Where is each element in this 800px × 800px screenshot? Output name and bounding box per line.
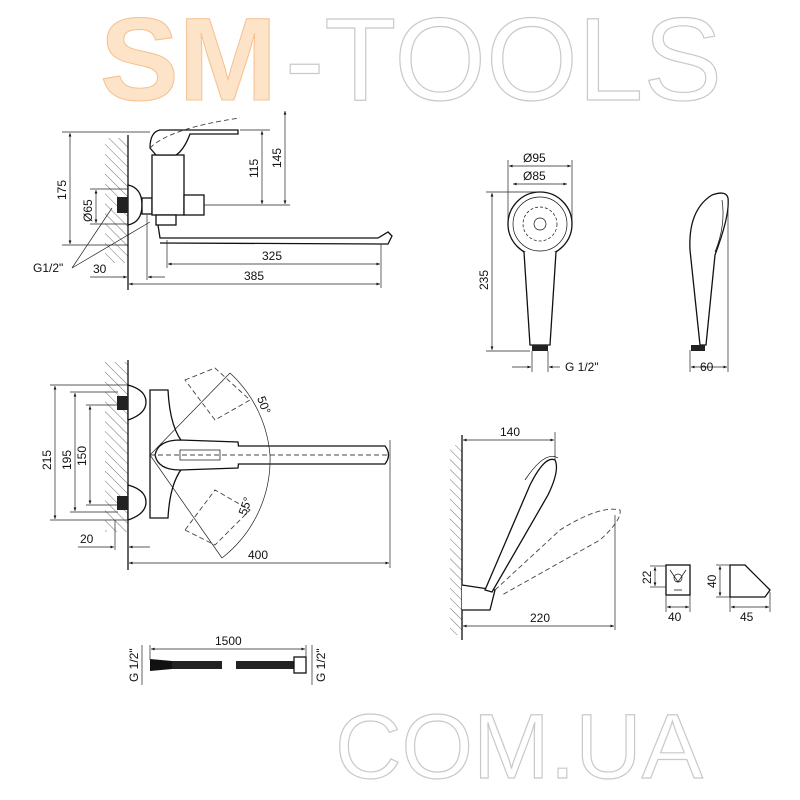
dim-145: 145 bbox=[270, 148, 284, 168]
thread-left: G 1/2" bbox=[127, 648, 141, 682]
watermark-tools: -TOOLS bbox=[285, 0, 722, 126]
dim-385: 385 bbox=[244, 269, 264, 283]
wall-flange bbox=[127, 184, 143, 226]
thread-label: G 1/2" bbox=[565, 360, 599, 374]
watermark-domain: COM.UA bbox=[335, 696, 704, 798]
dim-195: 195 bbox=[60, 450, 74, 470]
shower-holder-view: 140 220 bbox=[450, 425, 621, 640]
watermark: SM -TOOLS COM.UA bbox=[100, 0, 723, 799]
dim-95: Ø95 bbox=[523, 151, 546, 165]
shower-head bbox=[507, 191, 573, 257]
hose-left-segment bbox=[172, 661, 222, 669]
dim-115: 115 bbox=[247, 159, 261, 178]
faucet-side-view: 175 Ø65 115 145 325 385 30 G1/2" bbox=[33, 111, 393, 290]
dim-325: 325 bbox=[262, 249, 282, 263]
dim-400: 400 bbox=[248, 548, 268, 562]
dim-40-width: 40 bbox=[668, 610, 682, 624]
dim-150: 150 bbox=[75, 446, 89, 466]
angle-55: 55° bbox=[236, 495, 255, 517]
dim-40-height: 40 bbox=[705, 574, 719, 588]
dim-175: 175 bbox=[55, 180, 69, 200]
dim-30: 30 bbox=[93, 262, 107, 276]
lever-handle bbox=[149, 129, 239, 156]
dim-140: 140 bbox=[500, 425, 520, 439]
dim-220: 220 bbox=[530, 611, 550, 625]
hand-shower-side: 60 bbox=[689, 192, 729, 374]
shower-in-holder bbox=[484, 458, 558, 593]
shower-hose: 1500 G 1/2" G 1/2" bbox=[127, 634, 328, 685]
dim-215: 215 bbox=[40, 450, 54, 470]
holder-bracket bbox=[461, 584, 496, 611]
bracket-detail: 22 40 40 45 bbox=[640, 564, 771, 624]
dim-65: Ø65 bbox=[81, 199, 95, 222]
faucet-top-view: 50° 55° 215 195 150 20 400 bbox=[40, 360, 391, 570]
dim-20: 20 bbox=[80, 532, 94, 546]
hose-right-segment bbox=[236, 661, 294, 669]
dim-1500: 1500 bbox=[215, 634, 242, 648]
thread-label: G1/2" bbox=[33, 261, 63, 275]
dim-235: 235 bbox=[477, 270, 491, 290]
watermark-sm: SM bbox=[100, 0, 277, 126]
dim-85: Ø85 bbox=[523, 169, 546, 183]
hand-shower-front: Ø95 Ø85 235 G 1/2" bbox=[477, 151, 599, 374]
dim-22: 22 bbox=[640, 570, 654, 584]
angle-50: 50° bbox=[254, 394, 273, 416]
dim-45: 45 bbox=[740, 610, 754, 624]
spout bbox=[157, 224, 393, 245]
mixer-body bbox=[151, 154, 185, 216]
wall-hatch bbox=[105, 138, 128, 263]
dim-60: 60 bbox=[700, 360, 714, 374]
thread-right: G 1/2" bbox=[314, 648, 328, 682]
